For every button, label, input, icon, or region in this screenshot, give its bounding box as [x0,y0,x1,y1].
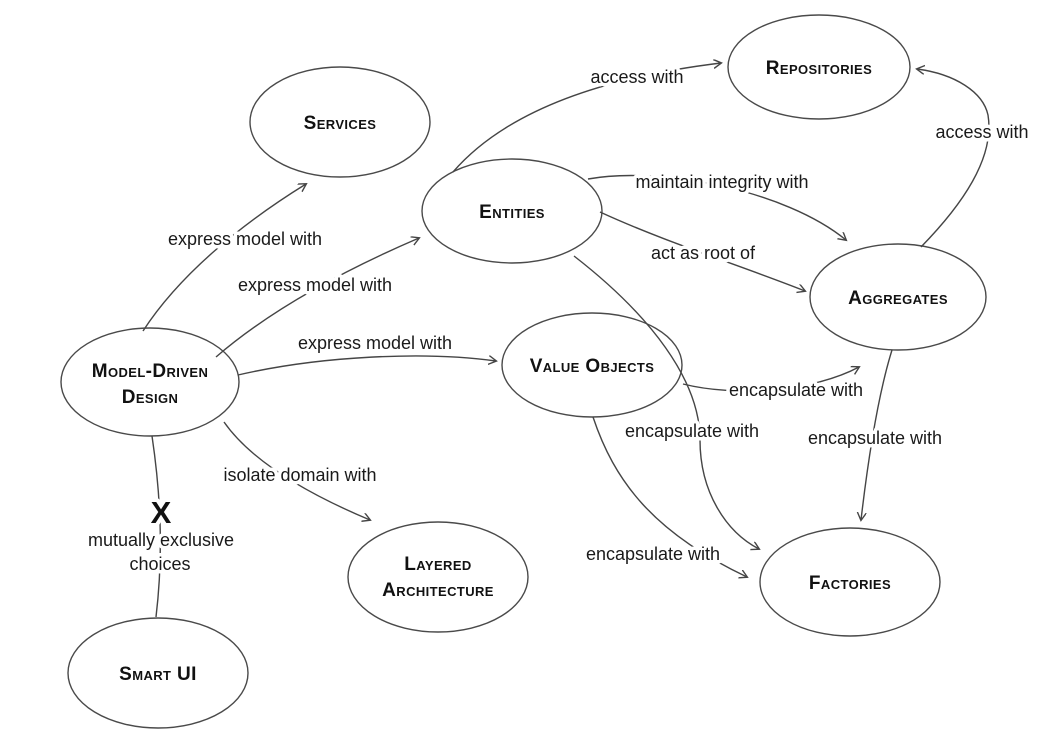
node-smart-ui: Smart UI [67,617,249,729]
repositories-label: Repositories [766,58,872,79]
edge-entities-to-repositories [452,63,721,173]
edge-entities-to-aggregates-root [599,211,805,291]
node-value-objects: Value Objects [501,312,683,418]
edge-aggregates-to-factories [861,349,893,520]
repositories-ellipse [727,14,911,120]
node-aggregates: Aggregates [809,243,987,351]
label-isolate-domain-with: isolate domain with [223,465,376,485]
label-encapsulate-with-vo-aggregates: encapsulate with [729,380,863,400]
factories-label: Factories [809,573,891,594]
label-access-with-entities-repositories: access with [590,67,683,87]
edge-mdd-to-smart-ui-exclusive-line [151,435,162,618]
value-objects-label: Value Objects [530,356,655,377]
edge-aggregates-to-repositories [917,69,990,248]
layered-architecture-label-line2: Architecture [382,580,494,601]
factories-ellipse [759,527,941,637]
edge-value-objects-to-aggregates [682,367,859,392]
smart-ui-label: Smart UI [119,664,197,685]
edge-entities-to-aggregates-maintain [587,174,846,240]
layered-architecture-label-line1: Layered [404,554,471,575]
aggregates-label: Aggregates [848,288,948,309]
label-act-as-root-of: act as root of [651,243,756,263]
edge-entities-to-factories [573,255,759,549]
label-maintain-integrity-with: maintain integrity with [635,172,808,192]
node-services: Services [249,66,431,178]
diagram-edges [142,63,990,618]
services-label: Services [304,113,377,134]
model-driven-design-ellipse [60,327,240,437]
node-model-driven-design: Model-Driven Design [60,327,240,437]
label-encapsulate-with-entities-factories: encapsulate with [625,421,759,441]
edge-mdd-to-layered-architecture [223,421,370,520]
entities-label: Entities [479,202,545,223]
node-repositories: Repositories [727,14,911,120]
smart-ui-ellipse [67,617,249,729]
diagram-edge-labels: express model with express model with ex… [84,64,1032,578]
label-express-model-with-services: express model with [168,229,322,249]
label-encapsulate-with-vo-factories: encapsulate with [586,544,720,564]
node-factories: Factories [759,527,941,637]
mutually-exclusive-x-mark: X [151,495,172,530]
label-access-with-aggregates-repositories: access with [935,122,1028,142]
edge-mdd-to-value-objects [237,355,496,376]
node-entities: Entities [421,158,603,264]
label-encapsulate-with-aggregates-factories: encapsulate with [808,428,942,448]
entities-ellipse [421,158,603,264]
label-express-model-with-entities: express model with [238,275,392,295]
edge-mdd-to-services [142,184,306,332]
layered-architecture-ellipse [347,521,529,633]
edge-mdd-to-entities [215,238,419,358]
label-mutually-exclusive-line2: choices [129,554,190,574]
edge-value-objects-to-factories [592,416,747,577]
aggregates-ellipse [809,243,987,351]
label-mutually-exclusive-line1: mutually exclusive [88,530,234,550]
services-ellipse [249,66,431,178]
model-driven-design-label-line2: Design [122,387,179,408]
model-driven-design-label-line1: Model-Driven [92,361,209,382]
node-layered-architecture: Layered Architecture [347,521,529,633]
value-objects-ellipse [501,312,683,418]
label-express-model-with-value-objects: express model with [298,333,452,353]
